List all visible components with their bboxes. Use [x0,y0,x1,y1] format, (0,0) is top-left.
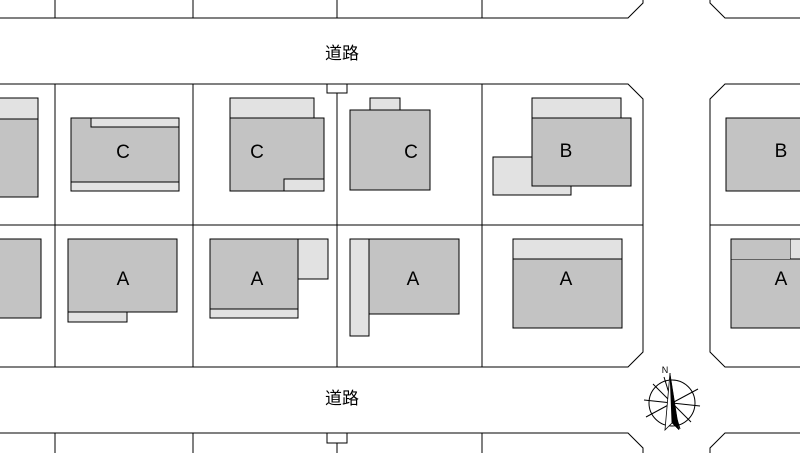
top-block-edge [0,0,800,19]
road-label-north: 道路 [325,44,359,64]
building-lot-b-2: B [725,117,800,192]
building-label: C [250,142,264,163]
building-lot-c-3: C [349,97,431,191]
building-lot-c-1: C [70,117,180,192]
right-block-outline [709,83,800,368]
partial-building-left-bottom [0,238,42,319]
building-lot-b-1: B [492,97,632,196]
building-label: A [560,269,573,290]
building-label: C [116,142,130,163]
building-label: B [775,141,788,162]
compass-north-label: N [662,365,669,375]
building-label: C [404,142,418,163]
building-lot-a-3: A [349,238,460,337]
building-label: A [407,269,420,290]
building-lot-c-2: C [229,97,325,192]
building-label: B [560,141,573,162]
bottom-block-edge [0,432,800,453]
building-label: A [251,269,264,290]
partial-building-left-top [0,97,39,198]
road-label-south: 道路 [325,389,359,409]
building-label: A [117,269,130,290]
main-block-outline [0,83,644,368]
building-label: A [775,269,788,290]
compass-rose-icon: N [643,365,701,432]
building-lot-a-2: A [209,238,329,319]
building-lot-a-4: A [512,238,623,329]
building-lot-a-1: A [67,238,178,323]
building-lot-a-5: A [730,238,800,329]
